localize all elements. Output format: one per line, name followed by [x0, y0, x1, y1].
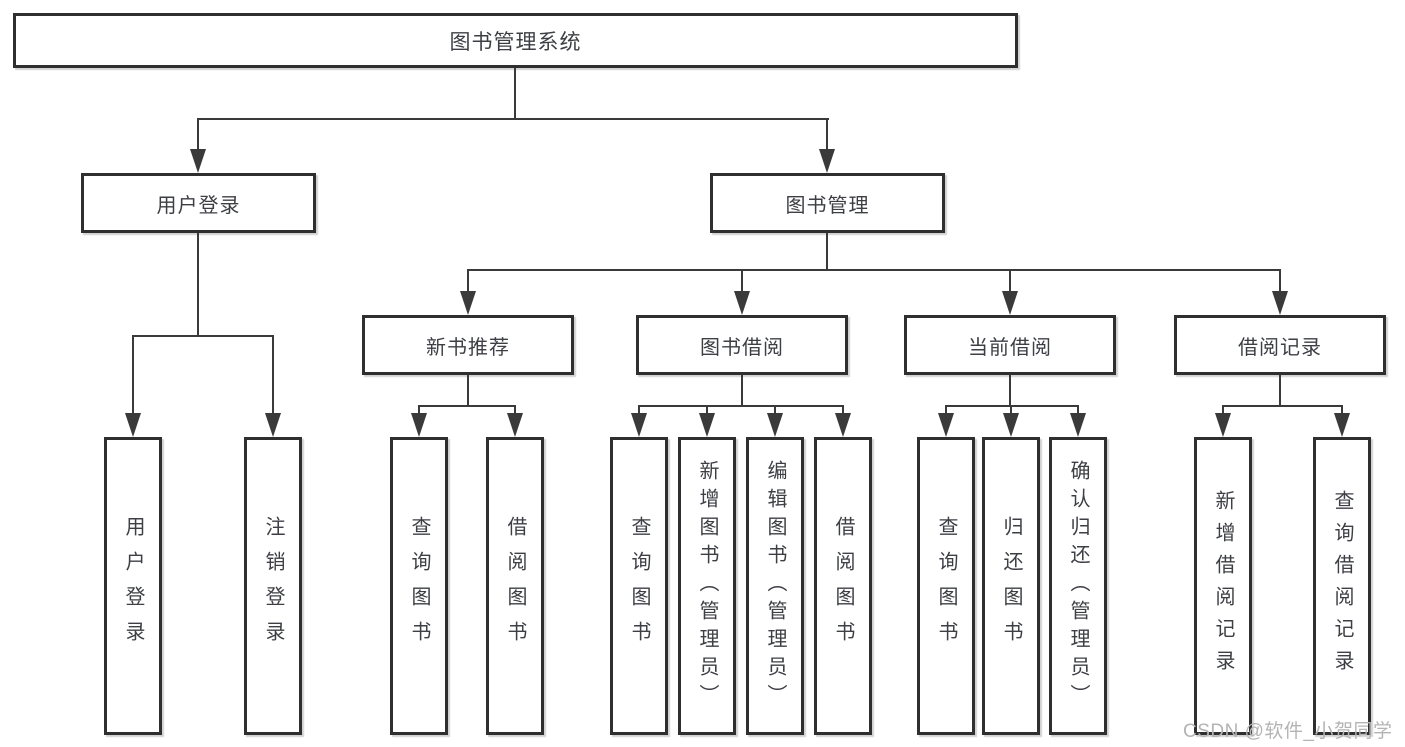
arrowhead-icon — [1334, 413, 1350, 437]
connector-line — [638, 405, 640, 415]
connector-line — [1341, 405, 1343, 415]
leaf-query-books-current: 查询图书 — [917, 437, 975, 735]
arrowhead-icon — [265, 413, 281, 437]
leaf-query-books-current-label: 查询图书 — [935, 516, 957, 656]
connector-line — [638, 405, 844, 407]
watermark: CSDN @软件_小贺同学 — [1183, 721, 1393, 742]
connector-line — [1222, 405, 1224, 415]
leaf-borrow-books-recommend-label: 借阅图书 — [504, 516, 526, 656]
connector-line — [514, 405, 516, 415]
connector-line — [945, 405, 1079, 407]
leaf-add-books-admin: 新增图书（管理员） — [678, 437, 736, 735]
leaf-user-login: 用户登录 — [104, 437, 162, 735]
leaf-user-login-label: 用户登录 — [122, 516, 144, 656]
connector-line — [132, 335, 274, 337]
connector-line — [945, 405, 947, 415]
leaf-add-books-admin-label: 新增图书（管理员） — [696, 460, 718, 712]
connector-line — [706, 405, 708, 415]
connector-line — [1279, 269, 1281, 293]
arrowhead-icon — [1002, 291, 1018, 315]
arrowhead-icon — [734, 291, 750, 315]
connector-line — [1009, 269, 1011, 293]
leaf-return-books-label: 归还图书 — [1000, 516, 1022, 656]
connector-line — [741, 375, 743, 407]
arrowhead-icon — [631, 413, 647, 437]
arrowhead-icon — [819, 149, 835, 173]
connector-line — [1077, 405, 1079, 415]
connector-line — [132, 335, 134, 415]
leaf-confirm-return-admin: 确认归还（管理员） — [1049, 437, 1107, 735]
arrowhead-icon — [411, 413, 427, 437]
connector-line — [272, 335, 274, 415]
leaf-query-books-label: 查询图书 — [628, 516, 650, 656]
arrowhead-icon — [1003, 413, 1019, 437]
leaf-query-books-recommend: 查询图书 — [390, 437, 448, 735]
connector-line — [1279, 375, 1281, 407]
arrowhead-icon — [767, 413, 783, 437]
arrowhead-icon — [699, 413, 715, 437]
leaf-confirm-return-admin-label: 确认归还（管理员） — [1067, 460, 1089, 712]
connector-line — [467, 375, 469, 407]
connector-line — [418, 405, 516, 407]
arrowhead-icon — [835, 413, 851, 437]
arrowhead-icon — [1070, 413, 1086, 437]
arrowhead-icon — [460, 291, 476, 315]
arrowhead-icon — [1272, 291, 1288, 315]
node-root-system: 图书管理系统 — [13, 13, 1018, 68]
connector-line — [1010, 405, 1012, 415]
node-book-management: 图书管理 — [710, 173, 945, 233]
leaf-edit-books-admin-label: 编辑图书（管理员） — [764, 460, 786, 712]
leaf-borrow-books-recommend: 借阅图书 — [486, 437, 544, 735]
leaf-add-borrow-record: 新增借阅记录 — [1194, 437, 1252, 735]
leaf-borrow-books-label: 借阅图书 — [832, 516, 854, 656]
node-current-borrow: 当前借阅 — [904, 315, 1116, 375]
connector-line — [197, 118, 829, 120]
connector-line — [197, 118, 199, 150]
node-new-book-recommend: 新书推荐 — [362, 315, 574, 375]
leaf-query-books: 查询图书 — [610, 437, 668, 735]
connector-line — [774, 405, 776, 415]
connector-line — [514, 68, 516, 119]
leaf-query-borrow-record: 查询借阅记录 — [1313, 437, 1371, 735]
connector-line — [741, 269, 743, 293]
connector-line — [467, 269, 469, 293]
connector-line — [826, 233, 828, 271]
leaf-query-books-recommend-label: 查询图书 — [408, 516, 430, 656]
node-user-login: 用户登录 — [81, 173, 316, 233]
arrowhead-icon — [190, 149, 206, 173]
connector-line — [467, 269, 1281, 271]
node-borrow-records: 借阅记录 — [1174, 315, 1386, 375]
leaf-borrow-books: 借阅图书 — [814, 437, 872, 735]
leaf-query-borrow-record-label: 查询借阅记录 — [1331, 490, 1353, 682]
leaf-return-books: 归还图书 — [982, 437, 1040, 735]
connector-line — [418, 405, 420, 415]
connector-line — [1009, 375, 1011, 407]
leaf-edit-books-admin: 编辑图书（管理员） — [746, 437, 804, 735]
arrowhead-icon — [938, 413, 954, 437]
connector-line — [842, 405, 844, 415]
leaf-logout: 注销登录 — [244, 437, 302, 735]
arrowhead-icon — [125, 413, 141, 437]
node-book-borrow: 图书借阅 — [636, 315, 848, 375]
arrowhead-icon — [507, 413, 523, 437]
connector-line — [197, 233, 199, 337]
arrowhead-icon — [1215, 413, 1231, 437]
leaf-logout-label: 注销登录 — [262, 516, 284, 656]
connector-line — [1222, 405, 1343, 407]
leaf-add-borrow-record-label: 新增借阅记录 — [1212, 490, 1234, 682]
connector-line — [826, 118, 828, 150]
